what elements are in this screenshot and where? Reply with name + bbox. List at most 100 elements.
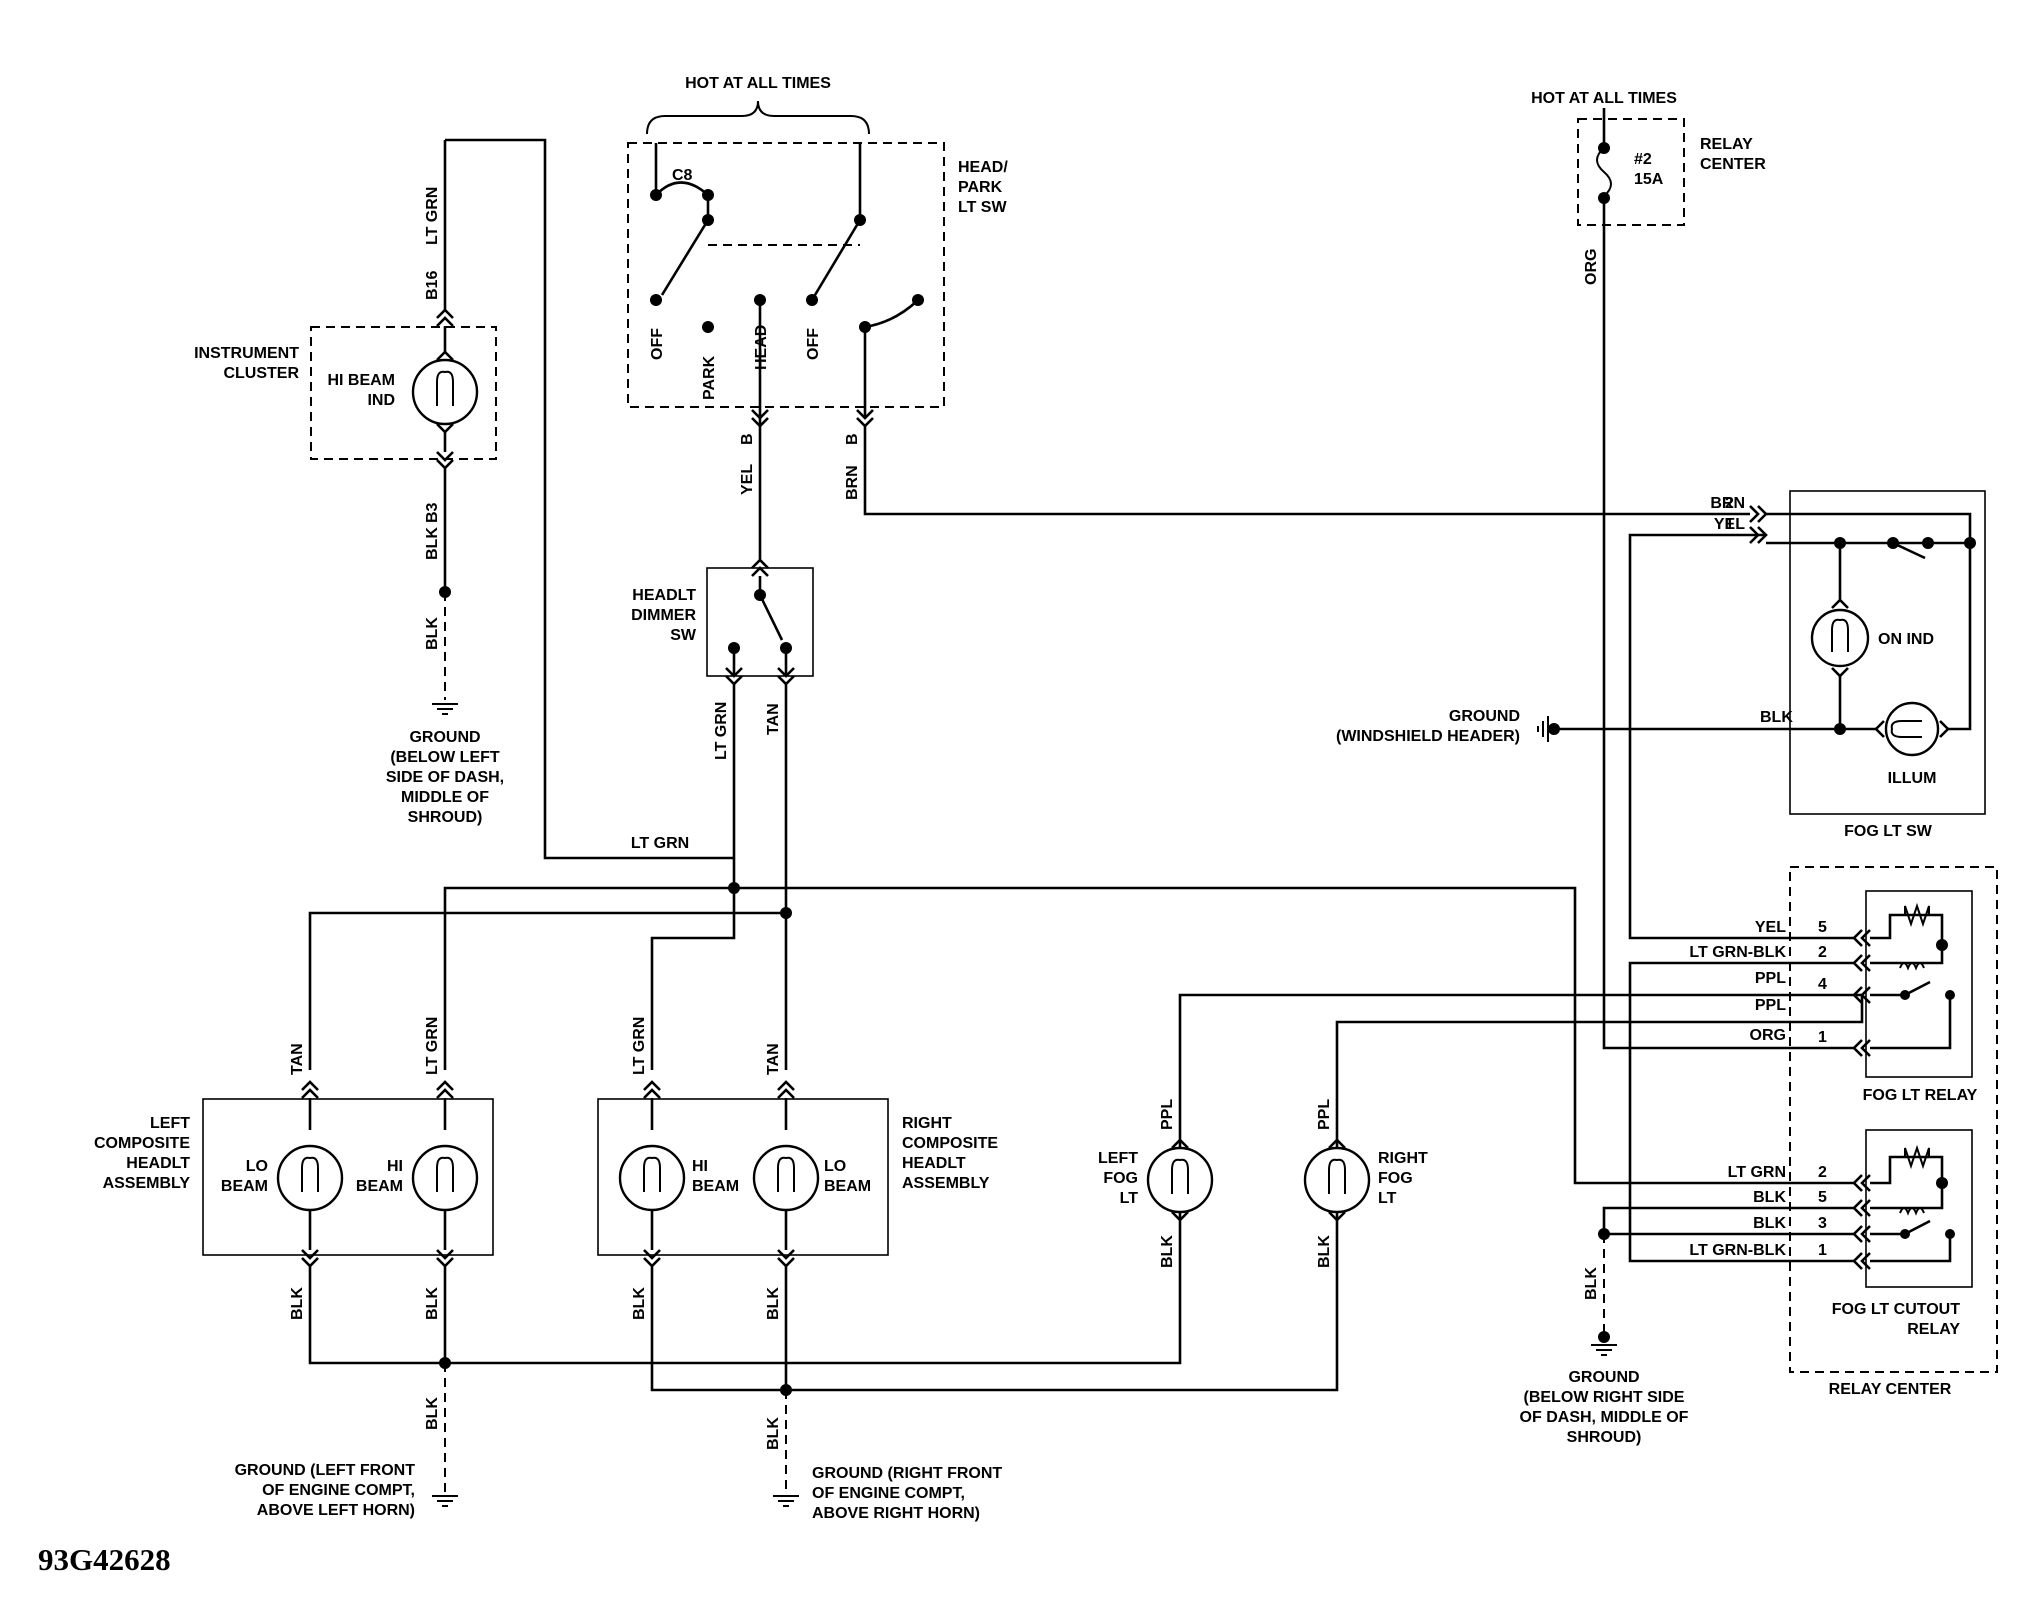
relay-pin-1: 1 xyxy=(1818,1029,1827,1046)
right-fog-lt: PPL BLK RIGHT FOG LT xyxy=(1303,1020,1855,1268)
on-ind-bulb-icon xyxy=(1810,608,1870,668)
park-label: PARK xyxy=(701,355,718,400)
gnd-rf-1: GROUND (RIGHT FRONT xyxy=(812,1465,1002,1482)
left-lo-label: LO xyxy=(246,1158,268,1175)
gnd-right-dash-3: OF DASH, MIDDLE OF xyxy=(1520,1409,1689,1426)
hi-beam-ind-label-2: IND xyxy=(367,392,395,409)
left-fog-label-2: FOG xyxy=(1103,1170,1138,1187)
left-lo-beam-bulb-icon xyxy=(276,1144,344,1212)
relay-center-top-2: CENTER xyxy=(1700,156,1766,173)
sw-brn-label: BRN xyxy=(1710,495,1745,512)
right-lo-beam: LO BEAM xyxy=(752,1080,871,1268)
sw-pin-1: 1 xyxy=(1725,516,1734,533)
hi-beam-ind-label-1: HI BEAM xyxy=(327,372,395,389)
fuse-2-15a: HOT AT ALL TIMES #2 15A RELAY CENTER ORG xyxy=(1531,90,1855,1050)
instrument-cluster: INSTRUMENT CLUSTER LT GRN B16 HI BEAM IN… xyxy=(194,138,734,860)
relay-ppl-2-label: PPL xyxy=(1755,997,1786,1014)
right-hi-label: HI xyxy=(692,1158,708,1175)
org-wire xyxy=(1602,198,1855,1050)
blk-1-label: BLK xyxy=(289,1287,306,1320)
blk-cutout-wires xyxy=(1602,1206,1855,1236)
head-park-label-3: LT SW xyxy=(958,199,1007,216)
gnd-lf-1: GROUND (LEFT FRONT xyxy=(235,1462,416,1479)
hot-at-all-times-left: HOT AT ALL TIMES xyxy=(685,75,831,92)
left-lo-beam: LO BEAM xyxy=(221,1080,344,1268)
brn-wire-label: BRN xyxy=(844,465,861,500)
gnd-lf-3: ABOVE LEFT HORN) xyxy=(257,1502,415,1519)
relay-pin-2: 2 xyxy=(1818,944,1827,961)
lt-grn-left-label: LT GRN xyxy=(424,1017,441,1075)
right-fog-label-2: FOG xyxy=(1378,1170,1413,1187)
gnd-windshield-1: GROUND xyxy=(1449,708,1520,725)
left-hi-label: HI xyxy=(387,1158,403,1175)
fog-lt-switch: ON IND ILLUM FOG LT SW BRN YEL 2 1 BLK G… xyxy=(1336,490,1986,940)
b-conn-label-2: B xyxy=(844,433,861,445)
dimmer-label-2: DIMMER xyxy=(631,607,696,624)
right-comp-label-3: HEADLT xyxy=(902,1155,966,1172)
lt-grn-blk-wire xyxy=(1628,961,1855,1263)
right-hi-beam-label: BEAM xyxy=(692,1178,739,1195)
left-hi-beam-bulb-icon xyxy=(411,1144,479,1212)
instrument-label-2: CLUSTER xyxy=(223,365,299,382)
fog-lt-sw-label: FOG LT SW xyxy=(1844,823,1933,840)
cut-blk3-label: BLK xyxy=(1753,1215,1786,1232)
relay-center: RELAY CENTER FOG LT RELAY YEL LT GRN-BLK… xyxy=(1598,866,1998,1398)
b3-label: B3 xyxy=(424,502,441,523)
relay-center-bottom-label: RELAY CENTER xyxy=(1829,1381,1952,1398)
gnd-dash-left-3: SIDE OF DASH, xyxy=(386,769,504,786)
relay-coil-icon xyxy=(1904,902,1930,928)
on-ind-label: ON IND xyxy=(1878,631,1934,648)
gnd-windshield-2: (WINDSHIELD HEADER) xyxy=(1336,728,1520,745)
blk-gnd-left-label: BLK xyxy=(424,617,441,650)
relay-pin-5: 5 xyxy=(1818,919,1827,936)
head-label: HEAD xyxy=(753,325,770,370)
fuse-amp: 15A xyxy=(1634,171,1664,188)
dimmer-label-1: HEADLT xyxy=(632,587,696,604)
right-lo-beam-label: BEAM xyxy=(824,1178,871,1195)
b-conn-label-1: B xyxy=(739,433,756,445)
gnd-dash-left-4: MIDDLE OF xyxy=(401,789,489,806)
cut-pin-3: 3 xyxy=(1818,1215,1827,1232)
relay-pin-4: 4 xyxy=(1818,976,1827,993)
left-fog-lt: PPL BLK LEFT FOG LT xyxy=(1098,993,1855,1268)
blk-gnd-lf-label: BLK xyxy=(424,1397,441,1430)
c8-label: C8 xyxy=(672,167,693,184)
ground-icon xyxy=(432,703,458,715)
fog-cutout-label-1: FOG LT CUTOUT xyxy=(1832,1301,1961,1318)
lt-grn-hi-bus xyxy=(443,886,1855,1185)
gnd-dash-left-5: SHROUD) xyxy=(408,809,483,826)
illum-bulb-icon xyxy=(1884,701,1940,757)
hot-at-all-times-right: HOT AT ALL TIMES xyxy=(1531,90,1677,107)
left-comp-label-4: ASSEMBLY xyxy=(103,1175,191,1192)
lt-grn-b16-label: LT GRN xyxy=(424,187,441,245)
relay-ltgrnblk-label: LT GRN-BLK xyxy=(1689,944,1786,961)
gnd-dash-left-1: GROUND xyxy=(409,729,480,746)
fuse-num: #2 xyxy=(1634,151,1652,168)
head-park-label-1: HEAD/ xyxy=(958,159,1008,176)
left-comp-label-1: LEFT xyxy=(150,1115,190,1132)
blk-left-fog-label: BLK xyxy=(1159,1235,1176,1268)
cut-pin-1: 1 xyxy=(1818,1242,1827,1259)
headlt-dimmer-switch: HEADLT DIMMER SW xyxy=(631,558,814,686)
cut-blk5-label: BLK xyxy=(1753,1189,1786,1206)
brn-wire xyxy=(863,426,1750,516)
left-lo-beam-label: BEAM xyxy=(221,1178,268,1195)
fog-cutout-label-2: RELAY xyxy=(1907,1321,1960,1338)
right-comp-label-4: ASSEMBLY xyxy=(902,1175,990,1192)
illum-label: ILLUM xyxy=(1888,770,1937,787)
tan-right-label: TAN xyxy=(765,1043,782,1075)
ppl-left-label: PPL xyxy=(1159,1099,1176,1130)
right-fog-label-1: RIGHT xyxy=(1378,1150,1428,1167)
lt-grn-right-label: LT GRN xyxy=(631,1017,648,1075)
left-comp-label-3: HEADLT xyxy=(126,1155,190,1172)
ground-lf-icon xyxy=(432,1495,458,1507)
off-2-label: OFF xyxy=(805,328,822,360)
yel-fog-sw-wire xyxy=(1628,533,1855,940)
lt-grn-feed-wire xyxy=(445,138,734,860)
blk-right-fog-label: BLK xyxy=(1316,1235,1333,1268)
off-1-label: OFF xyxy=(649,328,666,360)
diagram-code: 93G42628 xyxy=(38,1542,171,1577)
ground-windshield-icon xyxy=(1537,716,1549,742)
left-hi-beam: HI BEAM xyxy=(356,1080,479,1268)
